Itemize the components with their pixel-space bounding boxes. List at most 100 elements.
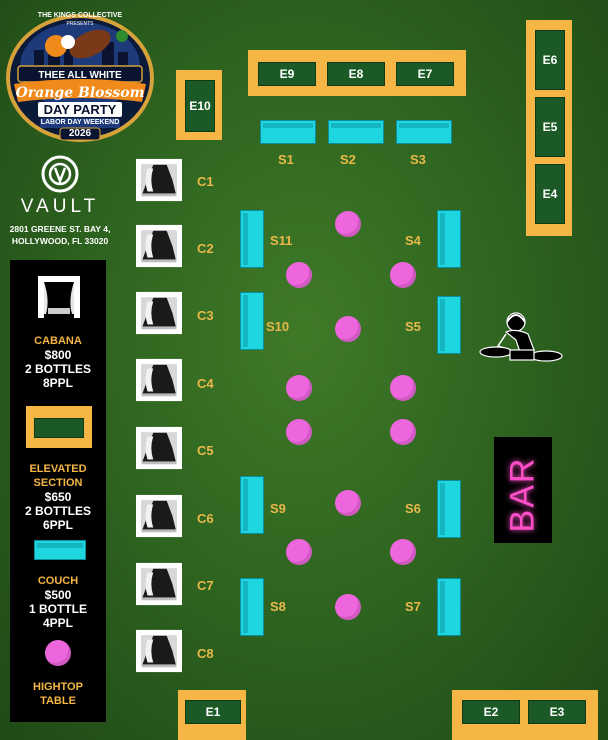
couch-s1-label: S1: [278, 152, 294, 167]
legend-cabana-price: $800: [44, 348, 72, 362]
event-logo: THE KINGS COLLECTIVE PRESENTS THEE ALL W…: [4, 6, 156, 146]
couch-s5[interactable]: [437, 296, 461, 354]
couch-s4-label: S4: [405, 233, 421, 248]
section-e10-label: E10: [189, 99, 211, 113]
logo-collective-text: THE KINGS COLLECTIVE: [37, 12, 123, 19]
bar-label: BAR: [503, 456, 542, 533]
bar-area: BAR: [494, 437, 552, 543]
hightop-table[interactable]: [335, 316, 361, 342]
section-e3[interactable]: E3: [528, 700, 586, 724]
hightop-table[interactable]: [390, 262, 416, 288]
section-e4[interactable]: E4: [535, 164, 565, 224]
hightop-table[interactable]: [390, 539, 416, 565]
couch-s10-label: S10: [266, 319, 290, 334]
legend-hightop-icon: [45, 640, 71, 666]
legend-hightop: HIGHTOP TABLE: [10, 680, 106, 708]
hightop-table[interactable]: [286, 539, 312, 565]
cabana-c8[interactable]: [134, 628, 184, 674]
cabana-c2-label: C2: [197, 241, 214, 256]
legend-couch-price: $500: [44, 588, 72, 602]
couch-s5-label: S5: [405, 319, 421, 334]
section-e3-label: E3: [549, 705, 565, 719]
legend-cabana-people: 8PPL: [42, 376, 73, 390]
section-e10[interactable]: E10: [185, 80, 215, 132]
logo-emblem: [6, 14, 154, 142]
section-e1-label: E1: [205, 705, 221, 719]
legend-elevated: ELEVATED SECTION $650 2 BOTTLES 6PPL: [10, 462, 106, 532]
couch-s7-label: S7: [405, 599, 421, 614]
hightop-table[interactable]: [335, 211, 361, 237]
couch-s11[interactable]: [240, 210, 264, 268]
section-e1[interactable]: E1: [185, 700, 241, 724]
couch-s7[interactable]: [437, 578, 461, 636]
cabana-c6-label: C6: [197, 511, 214, 526]
logo-line3: DAY PARTY: [43, 102, 117, 117]
hightop-table[interactable]: [335, 594, 361, 620]
cabana-c5[interactable]: [134, 425, 184, 471]
cabana-c1[interactable]: [134, 157, 184, 203]
cabana-c3-label: C3: [197, 308, 214, 323]
couch-s4[interactable]: [437, 210, 461, 268]
couch-s8[interactable]: [240, 578, 264, 636]
hightop-table[interactable]: [390, 375, 416, 401]
couch-s9-label: S9: [270, 501, 286, 516]
logo-line1: THEE ALL WHITE: [38, 70, 122, 81]
cabana-c2[interactable]: [134, 223, 184, 269]
section-e6[interactable]: E6: [535, 30, 565, 90]
legend-cabana-title: CABANA: [34, 335, 82, 347]
section-e4-label: E4: [542, 187, 558, 201]
section-e8-label: E8: [348, 67, 364, 81]
legend-cabana: CABANA $800 2 BOTTLES 8PPL: [10, 334, 106, 390]
hightop-table[interactable]: [286, 419, 312, 445]
couch-s9[interactable]: [240, 476, 264, 534]
cabana-c5-label: C5: [197, 443, 214, 458]
legend-couch-bottles: 1 BOTTLE: [28, 602, 87, 616]
section-e9-label: E9: [279, 67, 295, 81]
couch-s1[interactable]: [260, 120, 316, 144]
legend-couch-icon: [34, 540, 86, 560]
section-e7[interactable]: E7: [396, 62, 454, 86]
cabana-c7[interactable]: [134, 561, 184, 607]
cabana-c4-label: C4: [197, 376, 214, 391]
logo-presents-text: PRESENTS: [66, 21, 94, 27]
legend-hightop-title2: TABLE: [40, 695, 76, 707]
legend-hightop-title1: HIGHTOP: [33, 681, 83, 693]
logo-year: 2026: [68, 128, 92, 139]
legend-couch: COUCH $500 1 BOTTLE 4PPL: [10, 574, 106, 630]
cabana-c6[interactable]: [134, 493, 184, 539]
legend-elevated-title2: SECTION: [33, 477, 83, 489]
couch-s6-label: S6: [405, 501, 421, 516]
legend-elevated-bottles: 2 BOTTLES: [24, 504, 91, 518]
cabana-c8-label: C8: [197, 646, 214, 661]
hightop-table[interactable]: [390, 419, 416, 445]
vault-logo-icon: [41, 155, 79, 193]
couch-s3-label: S3: [410, 152, 426, 167]
section-e5[interactable]: E5: [535, 97, 565, 157]
hightop-table[interactable]: [286, 375, 312, 401]
cabana-c7-label: C7: [197, 578, 214, 593]
section-e2[interactable]: E2: [462, 700, 520, 724]
legend-elevated-title1: ELEVATED: [29, 463, 87, 475]
couch-s2[interactable]: [328, 120, 384, 144]
couch-s3[interactable]: [396, 120, 452, 144]
couch-s11-label: S11: [270, 233, 293, 248]
section-e8[interactable]: E8: [327, 62, 385, 86]
couch-s10[interactable]: [240, 292, 264, 350]
couch-s2-label: S2: [340, 152, 356, 167]
couch-s8-label: S8: [270, 599, 286, 614]
section-e2-label: E2: [483, 705, 499, 719]
venue-name: VAULT: [20, 196, 100, 217]
legend-couch-people: 4PPL: [42, 616, 73, 630]
venue-address-line1: 2801 GREENE ST. BAY 4,: [9, 224, 111, 234]
dj-booth-icon: [479, 312, 563, 362]
cabana-c3[interactable]: [134, 290, 184, 336]
hightop-table[interactable]: [286, 262, 312, 288]
cabana-c1-label: C1: [197, 174, 214, 189]
logo-line4: LABOR DAY WEEKEND: [40, 119, 120, 126]
section-e9[interactable]: E9: [258, 62, 316, 86]
hightop-table[interactable]: [335, 490, 361, 516]
cabana-c4[interactable]: [134, 357, 184, 403]
legend-elevated-price: $650: [44, 490, 72, 504]
couch-s6[interactable]: [437, 480, 461, 538]
